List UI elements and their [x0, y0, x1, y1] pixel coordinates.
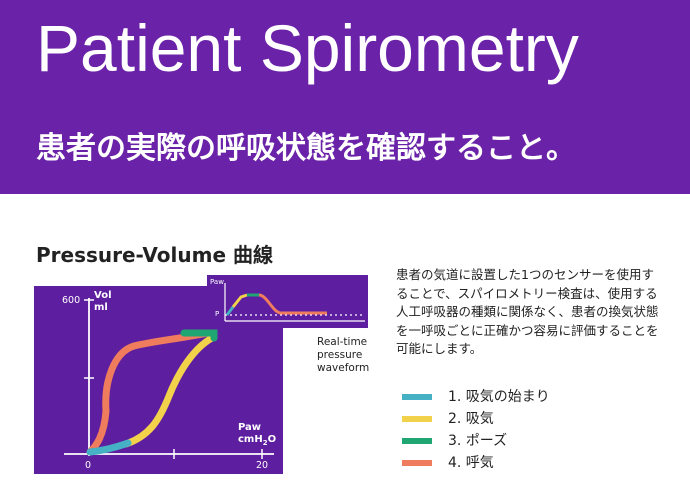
- x-min-label: 0: [85, 460, 92, 471]
- x-axis-unit-sub: 2: [262, 439, 268, 447]
- legend-swatch: [402, 416, 432, 422]
- legend-item-inspiration-start: 1. 吸気の始まり: [402, 385, 602, 407]
- y-max-label: 600: [62, 295, 81, 306]
- inset-y-label: Paw: [210, 278, 224, 286]
- inset-start-trace: [225, 306, 235, 316]
- legend-swatch: [402, 394, 432, 400]
- legend-label: 3. ポーズ: [448, 433, 508, 449]
- legend-item-inspiration: 2. 吸気: [402, 407, 602, 429]
- pressure-waveform-svg: [224, 283, 365, 322]
- legend-item-pause: 3. ポーズ: [402, 429, 602, 451]
- waveform-caption-1: Real-time: [317, 336, 368, 348]
- legend-swatch: [402, 460, 432, 466]
- x-axis-unit-end: O: [267, 434, 277, 445]
- legend-item-expiration: 4. 呼気: [402, 451, 602, 473]
- inset-p-label: P: [215, 310, 220, 318]
- legend-label: 4. 呼気: [448, 455, 494, 471]
- inspiration-curve: [122, 334, 216, 448]
- expiration-curve: [86, 329, 212, 456]
- waveform-caption: Real-time pressure waveform: [317, 336, 369, 375]
- section-description: 患者の気道に設置した1つのセンサーを使用することで、スパイロメトリー検査は、使用…: [396, 267, 659, 356]
- legend-label: 1. 吸気の始まり: [448, 389, 550, 405]
- pv-loop-svg: [64, 298, 274, 459]
- x-axis-label-2: cmH2O: [238, 434, 276, 447]
- x-axis-unit-main: cmH: [238, 434, 263, 445]
- y-axis-label-2: ml: [94, 302, 108, 313]
- page-title: Patient Spirometry: [36, 11, 579, 85]
- legend-label: 2. 吸気: [448, 411, 494, 427]
- x-axis-label-1: Paw: [238, 422, 262, 433]
- waveform-caption-2: pressure: [317, 349, 363, 361]
- page-subtitle: 患者の実際の呼吸状態を確認すること。: [36, 131, 576, 166]
- inspiration-start-curve: [86, 439, 132, 456]
- pause-curve: [180, 329, 218, 342]
- waveform-caption-3: waveform: [317, 362, 370, 374]
- x-max-label: 20: [256, 460, 269, 471]
- section-title: Pressure-Volume 曲線: [36, 243, 273, 267]
- y-axis-label-1: Vol: [94, 290, 112, 301]
- inset-inspiration-trace: [231, 293, 248, 308]
- header-banner: Patient Spirometry 患者の実際の呼吸状態を確認すること。: [0, 0, 690, 194]
- inset-expiration-trace: [258, 293, 327, 315]
- legend-swatch: [402, 438, 432, 444]
- pressure-waveform-inset: Paw P: [207, 275, 368, 328]
- legend: 1. 吸気の始まり 2. 吸気 3. ポーズ 4. 呼気: [402, 385, 602, 473]
